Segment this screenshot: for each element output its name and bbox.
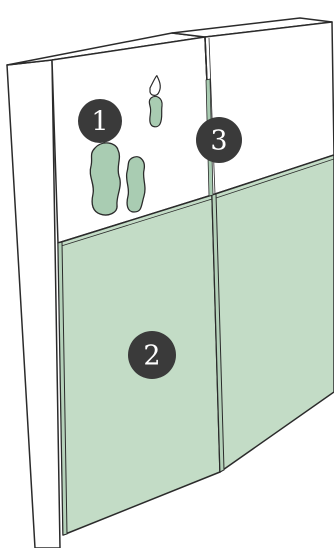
- callout-1-label: 1: [91, 107, 108, 138]
- callout-3-marker: [196, 117, 242, 163]
- lower-board-top-edge: [57, 198, 213, 248]
- lower-board-joint-edge: [211, 193, 225, 473]
- callout-2-label: 2: [143, 341, 160, 372]
- callout-3: 3: [196, 117, 242, 163]
- adhesive-blob-small: [125, 156, 146, 213]
- callout-3-label: 3: [210, 126, 227, 157]
- upper-panel-joint-inner: [208, 37, 216, 195]
- callout-2-marker: [128, 331, 176, 379]
- adhesive-dollop: [149, 75, 161, 96]
- adhesive-blob-top: [148, 95, 163, 128]
- adhesive-blob-large: [89, 142, 121, 216]
- lower-right-board: [211, 154, 334, 473]
- lower-board-left-edge: [57, 241, 68, 536]
- lower-board-top-edge-right: [215, 158, 334, 199]
- callout-1-marker: [78, 99, 122, 143]
- callout-2: 2: [128, 331, 176, 379]
- callout-1: 1: [78, 99, 122, 143]
- wall-side-edge: [6, 59, 61, 548]
